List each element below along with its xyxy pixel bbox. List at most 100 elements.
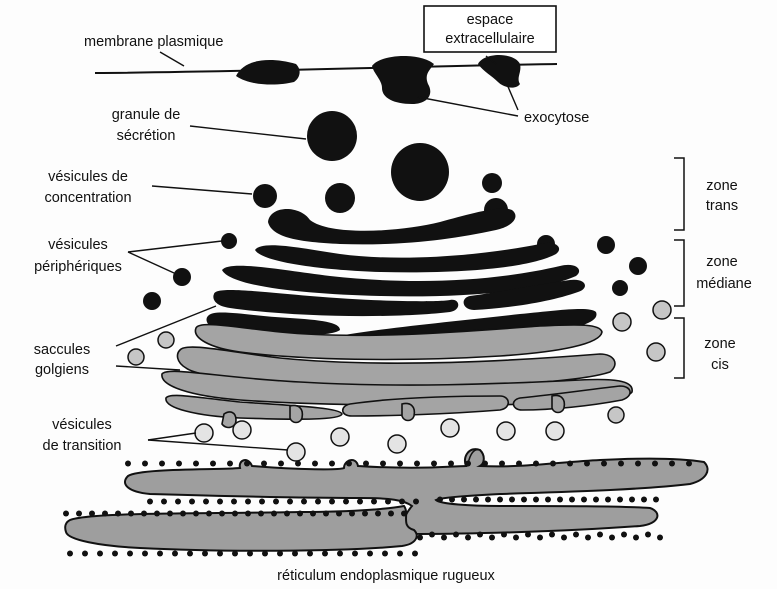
ribosome [217, 498, 223, 505]
ribosome [312, 460, 318, 467]
ribosome [322, 550, 328, 557]
ribosome [581, 496, 587, 503]
ribosome [431, 460, 437, 467]
ribosome [352, 550, 358, 557]
ribosome [461, 496, 467, 503]
ribosome [217, 550, 223, 557]
ribosome [172, 550, 178, 557]
ribosome [380, 460, 386, 467]
ribosome [516, 460, 522, 467]
label-concentration-2: concentration [44, 190, 131, 206]
ribosome [441, 534, 447, 541]
ribosome [417, 534, 423, 541]
ribosome [429, 531, 435, 538]
ribosome [202, 550, 208, 557]
ribosome [397, 550, 403, 557]
label-saccules-2: golgiens [35, 362, 89, 378]
ribosome [521, 496, 527, 503]
peripheral-vesicles [143, 233, 647, 310]
label-peripheriques-1: vésicules [48, 237, 108, 253]
secretory-granules [253, 111, 508, 222]
transition-vesicles [194, 418, 565, 462]
ribosome [287, 498, 293, 505]
ribosome [609, 534, 615, 541]
ribosome [465, 534, 471, 541]
ribosome [362, 510, 368, 517]
ribosome [245, 510, 251, 517]
ribosome [244, 460, 250, 467]
transition-leader-a [147, 432, 197, 441]
label-peripheriques-2: périphériques [34, 259, 122, 275]
ribosome [277, 550, 283, 557]
label-concentration-1: vésicules de [48, 169, 128, 185]
ribosome [357, 498, 363, 505]
ribosome [295, 460, 301, 467]
label-zone-trans-1: zone [706, 178, 737, 194]
cis-vesicles [127, 300, 672, 424]
ribosome [363, 460, 369, 467]
ribosome [273, 498, 279, 505]
ribosome [653, 496, 659, 503]
ribosome [569, 496, 575, 503]
ribosome [187, 550, 193, 557]
ribosome [284, 510, 290, 517]
ribosome [437, 496, 443, 503]
ribosome [617, 496, 623, 503]
ribosome [210, 460, 216, 467]
ribosome [449, 496, 455, 503]
ribosome [414, 460, 420, 467]
ribosome [549, 531, 555, 538]
ribosome [388, 510, 394, 517]
zone-trans-bracket [674, 157, 685, 231]
peripheral-leader-b [127, 251, 175, 274]
ribosome [97, 550, 103, 557]
ribosome [635, 460, 641, 467]
ribosome [315, 498, 321, 505]
label-zone-cis-2: cis [711, 357, 729, 373]
ribosome [63, 510, 69, 517]
ribosome [561, 534, 567, 541]
ribosome [261, 460, 267, 467]
ribosome [307, 550, 313, 557]
label-zone-trans-2: trans [706, 198, 738, 214]
ribosome [485, 496, 491, 503]
label-granule-2: sécrétion [117, 128, 176, 144]
saccules-leader-a [115, 305, 217, 347]
label-granule-1: granule de [112, 107, 181, 123]
ribosome [686, 460, 692, 467]
plasma-membrane [94, 55, 558, 104]
ribosome [645, 531, 651, 538]
label-transition-1: vésicules [52, 417, 112, 433]
ribosome [633, 534, 639, 541]
ribosome [584, 460, 590, 467]
ribosome [142, 460, 148, 467]
ribosome [537, 534, 543, 541]
label-zone-mediane-1: zone [706, 254, 737, 270]
ribosome [128, 510, 134, 517]
ribosome [413, 498, 419, 505]
ribosome [367, 550, 373, 557]
ribosome [206, 510, 212, 517]
ribosome [669, 460, 675, 467]
ribosome [189, 498, 195, 505]
ribosome [399, 498, 405, 505]
ribosome [193, 460, 199, 467]
ribosome [657, 534, 663, 541]
label-membrane: membrane plasmique [84, 34, 223, 50]
ribosome [545, 496, 551, 503]
ribosome [112, 550, 118, 557]
peripheral-leader-a [127, 240, 223, 253]
zone-brackets [674, 157, 685, 379]
ribosome [382, 550, 388, 557]
ribosome [412, 550, 418, 557]
ribosome [453, 531, 459, 538]
ribosome [301, 498, 307, 505]
ribosome [349, 510, 355, 517]
label-espace-2: extracellulaire [445, 31, 534, 47]
ribosome [482, 460, 488, 467]
espace-box [423, 5, 557, 53]
ribosome [89, 510, 95, 517]
ribosome [513, 534, 519, 541]
ribosome [501, 531, 507, 538]
